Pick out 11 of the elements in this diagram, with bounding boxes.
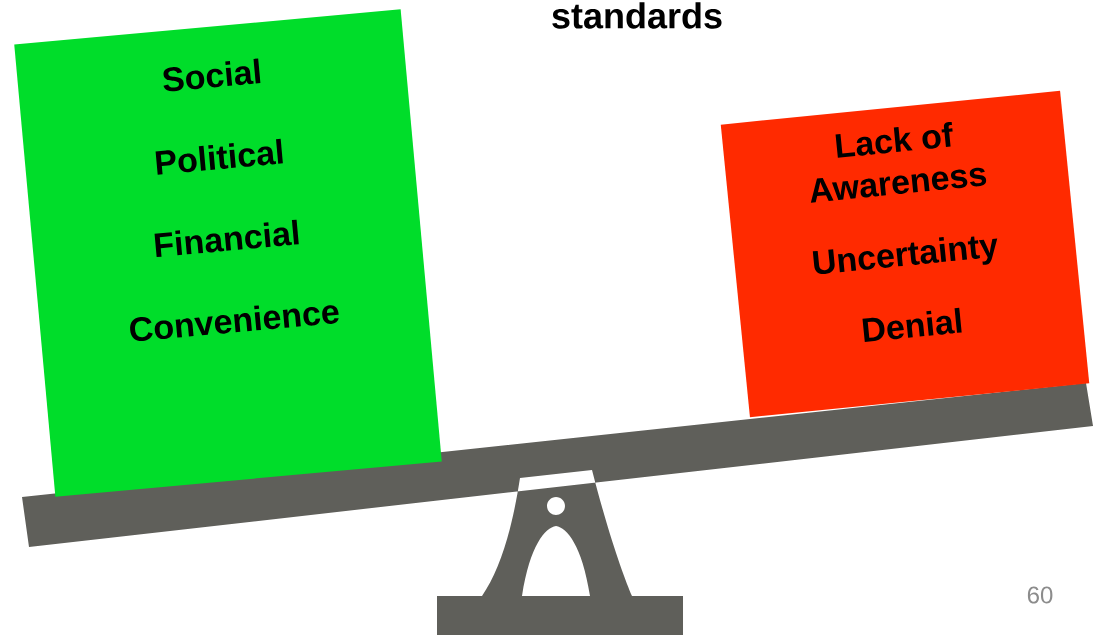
box-text: Uncertainty xyxy=(812,236,998,275)
title: standards xyxy=(552,2,722,29)
box-text: Lack of Awareness xyxy=(810,121,987,203)
page-number: 60 xyxy=(1027,586,1053,604)
box-text: Financial xyxy=(154,219,299,258)
weight-block xyxy=(14,9,442,497)
box-text: Denial xyxy=(862,307,962,343)
box-text: Convenience xyxy=(130,305,339,342)
weight-block xyxy=(720,90,1090,418)
box-text: Social xyxy=(163,58,261,92)
box-text: Political xyxy=(155,138,283,175)
